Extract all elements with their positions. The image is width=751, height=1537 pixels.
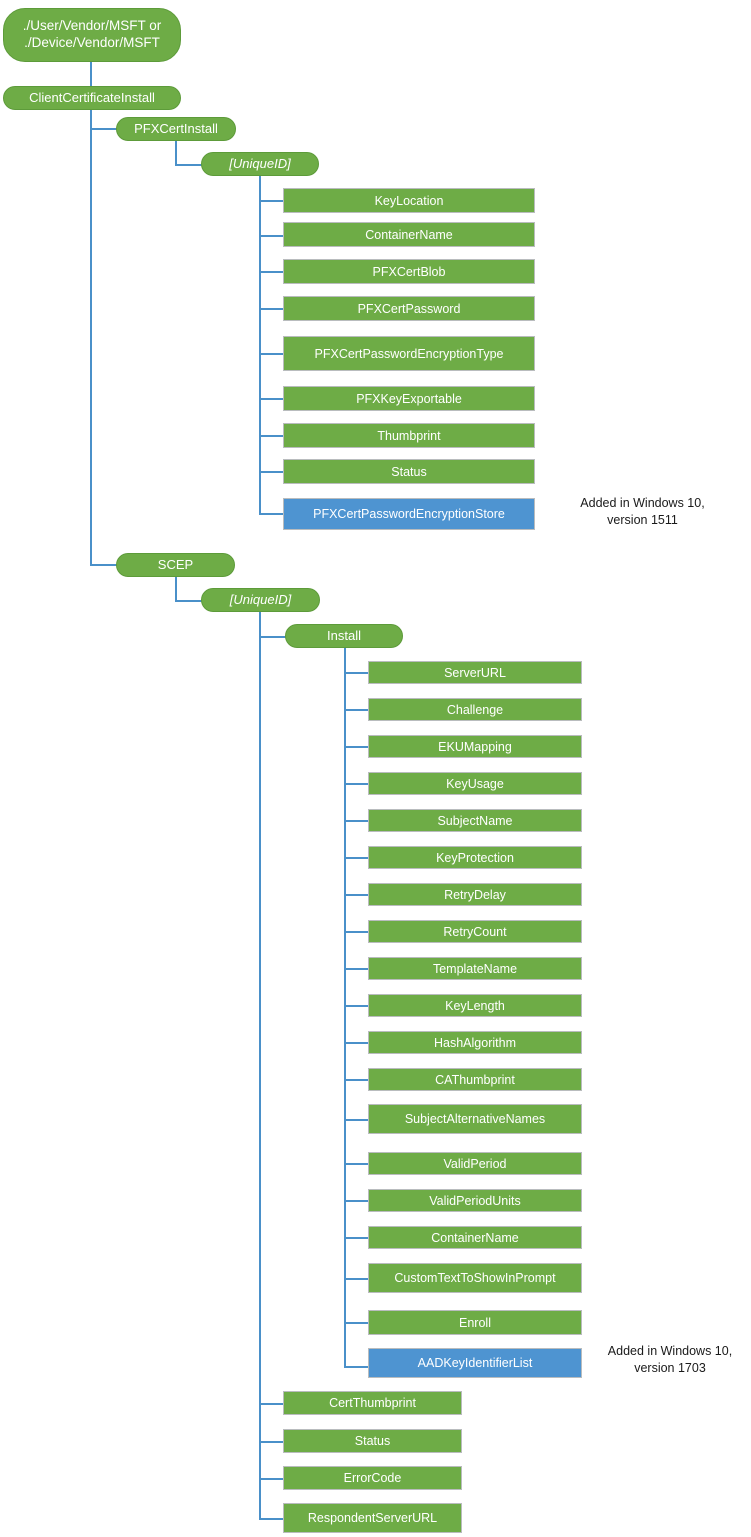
connector-leaf-install-1 (344, 709, 369, 711)
connector-leaf-install-15 (344, 1237, 369, 1239)
connector-uniqueid-to-install (259, 636, 287, 638)
leaf-templatename[interactable]: TemplateName (368, 957, 582, 980)
connector-leaf-install-12 (344, 1119, 369, 1121)
connector-spine-main (90, 110, 92, 566)
connector-leaf-install-5 (344, 857, 369, 859)
leaf-status-scep[interactable]: Status (283, 1429, 462, 1453)
connector-leaf-pfx-6 (259, 435, 284, 437)
leaf-errorcode[interactable]: ErrorCode (283, 1466, 462, 1490)
connector-leaf-install-6 (344, 894, 369, 896)
leaf-retrycount[interactable]: RetryCount (368, 920, 582, 943)
connector-leaf-install-2 (344, 746, 369, 748)
connector-install-spine (344, 648, 346, 1367)
connector-leaf-install-8 (344, 968, 369, 970)
leaf-pfxcertblob[interactable]: PFXCertBlob (283, 259, 535, 284)
leaf-certthumbprint[interactable]: CertThumbprint (283, 1391, 462, 1415)
connector-root-to-level1 (90, 62, 92, 86)
node-scep[interactable]: SCEP (116, 553, 235, 577)
leaf-aadkeyidentifierlist[interactable]: AADKeyIdentifierList (368, 1348, 582, 1378)
node-clientcertificateinstall[interactable]: ClientCertificateInstall (3, 86, 181, 110)
leaf-containername-pfx[interactable]: ContainerName (283, 222, 535, 247)
leaf-validperiod[interactable]: ValidPeriod (368, 1152, 582, 1175)
connector-leaf-uid-0 (259, 1403, 284, 1405)
connector-leaf-install-16 (344, 1278, 369, 1280)
note-added-1511: Added in Windows 10, version 1511 (580, 496, 705, 527)
connector-leaf-pfx-8 (259, 513, 284, 515)
connector-pfx-uniqueid-spine (259, 176, 261, 514)
connector-leaf-install-7 (344, 931, 369, 933)
leaf-ekumapping[interactable]: EKUMapping (368, 735, 582, 758)
connector-spine-to-scep (90, 564, 118, 566)
leaf-pfxcertpasswordencryptionstore[interactable]: PFXCertPasswordEncryptionStore (283, 498, 535, 530)
connector-leaf-pfx-0 (259, 200, 284, 202)
connector-leaf-uid-3 (259, 1518, 284, 1520)
connector-spine-to-pfxcertinstall (90, 128, 122, 130)
leaf-keylocation[interactable]: KeyLocation (283, 188, 535, 213)
connector-leaf-pfx-2 (259, 271, 284, 273)
connector-leaf-install-4 (344, 820, 369, 822)
leaf-cathumbprint[interactable]: CAThumbprint (368, 1068, 582, 1091)
connector-leaf-uid-2 (259, 1478, 284, 1480)
leaf-hashalgorithm[interactable]: HashAlgorithm (368, 1031, 582, 1054)
connector-leaf-install-3 (344, 783, 369, 785)
leaf-retrydelay[interactable]: RetryDelay (368, 883, 582, 906)
connector-pfxcertinstall-to-uniqueid (175, 164, 202, 166)
note-added-1703: Added in Windows 10, version 1703 (607, 1344, 733, 1375)
leaf-pfxcertpasswordencryptiontype[interactable]: PFXCertPasswordEncryptionType (283, 336, 535, 371)
leaf-status-pfx[interactable]: Status (283, 459, 535, 484)
connector-leaf-install-14 (344, 1200, 369, 1202)
node-pfxcertinstall[interactable]: PFXCertInstall (116, 117, 236, 141)
leaf-keylength[interactable]: KeyLength (368, 994, 582, 1017)
connector-leaf-pfx-5 (259, 398, 284, 400)
connector-scep-uniqueid-spine (259, 612, 261, 1518)
connector-leaf-install-11 (344, 1079, 369, 1081)
connector-scep-to-uniqueid (175, 600, 203, 602)
leaf-subjectname[interactable]: SubjectName (368, 809, 582, 832)
leaf-keyusage[interactable]: KeyUsage (368, 772, 582, 795)
connector-scep-down (175, 577, 177, 601)
leaf-pfxcertpassword[interactable]: PFXCertPassword (283, 296, 535, 321)
connector-leaf-uid-1 (259, 1441, 284, 1443)
connector-leaf-install-13 (344, 1163, 369, 1165)
leaf-containername-scep[interactable]: ContainerName (368, 1226, 582, 1249)
leaf-serverurl[interactable]: ServerURL (368, 661, 582, 684)
leaf-enroll[interactable]: Enroll (368, 1310, 582, 1335)
leaf-thumbprint[interactable]: Thumbprint (283, 423, 535, 448)
connector-leaf-install-18 (344, 1366, 369, 1368)
connector-leaf-pfx-1 (259, 235, 284, 237)
connector-leaf-pfx-4 (259, 353, 284, 355)
connector-leaf-install-10 (344, 1042, 369, 1044)
leaf-keyprotection[interactable]: KeyProtection (368, 846, 582, 869)
connector-leaf-install-9 (344, 1005, 369, 1007)
leaf-challenge[interactable]: Challenge (368, 698, 582, 721)
leaf-customtexttoshowinprompt[interactable]: CustomTextToShowInPrompt (368, 1263, 582, 1293)
connector-leaf-pfx-7 (259, 471, 284, 473)
connector-leaf-install-0 (344, 672, 369, 674)
node-scep-install[interactable]: Install (285, 624, 403, 648)
leaf-subjectalternativenames[interactable]: SubjectAlternativeNames (368, 1104, 582, 1134)
leaf-pfxkeyexportable[interactable]: PFXKeyExportable (283, 386, 535, 411)
connector-pfxcertinstall-down (175, 141, 177, 165)
node-pfxcertinstall-uniqueid[interactable]: [UniqueID] (201, 152, 319, 176)
connector-leaf-pfx-3 (259, 308, 284, 310)
node-root[interactable]: ./User/Vendor/MSFT or ./Device/Vendor/MS… (3, 8, 181, 62)
connector-leaf-install-17 (344, 1322, 369, 1324)
leaf-validperiodunits[interactable]: ValidPeriodUnits (368, 1189, 582, 1212)
node-scep-uniqueid[interactable]: [UniqueID] (201, 588, 320, 612)
leaf-respondentserverurl[interactable]: RespondentServerURL (283, 1503, 462, 1533)
